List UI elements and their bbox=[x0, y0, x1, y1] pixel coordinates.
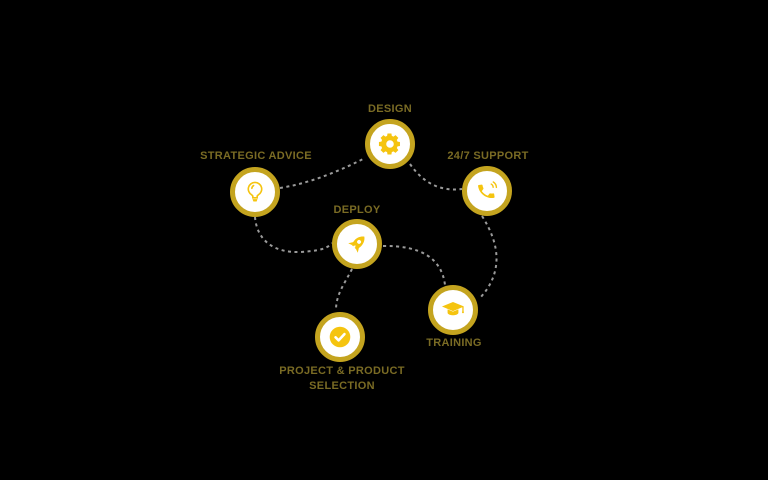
phone-icon bbox=[474, 178, 500, 204]
connector-advice-design bbox=[279, 157, 366, 189]
gear-icon bbox=[377, 131, 403, 157]
connector-advice-deploy bbox=[254, 216, 333, 254]
rocket-icon bbox=[344, 231, 370, 257]
node-label-deploy: DEPLOY bbox=[333, 204, 381, 216]
connector-deploy-training bbox=[382, 244, 446, 286]
node-strategic-advice bbox=[230, 167, 280, 217]
node-project-product-selection bbox=[315, 312, 365, 362]
graduation-cap-icon bbox=[440, 297, 466, 323]
check-circle-icon bbox=[327, 324, 353, 350]
connector-deploy-project bbox=[335, 268, 353, 311]
node-label-support-247: 24/7 SUPPORT bbox=[447, 150, 529, 162]
lightbulb-icon bbox=[242, 179, 268, 205]
node-deploy bbox=[332, 219, 382, 269]
node-label-design: DESIGN bbox=[368, 103, 412, 115]
node-design bbox=[365, 119, 415, 169]
node-label-strategic-advice: STRATEGIC ADVICE bbox=[200, 150, 312, 162]
node-training bbox=[428, 285, 478, 335]
node-label-training: TRAINING bbox=[426, 337, 482, 349]
node-label-project-product-selection: PROJECT & PRODUCT SELECTION bbox=[279, 365, 405, 392]
node-support-247 bbox=[462, 166, 512, 216]
connector-design-support bbox=[409, 163, 463, 191]
connector-support-training bbox=[479, 215, 498, 299]
